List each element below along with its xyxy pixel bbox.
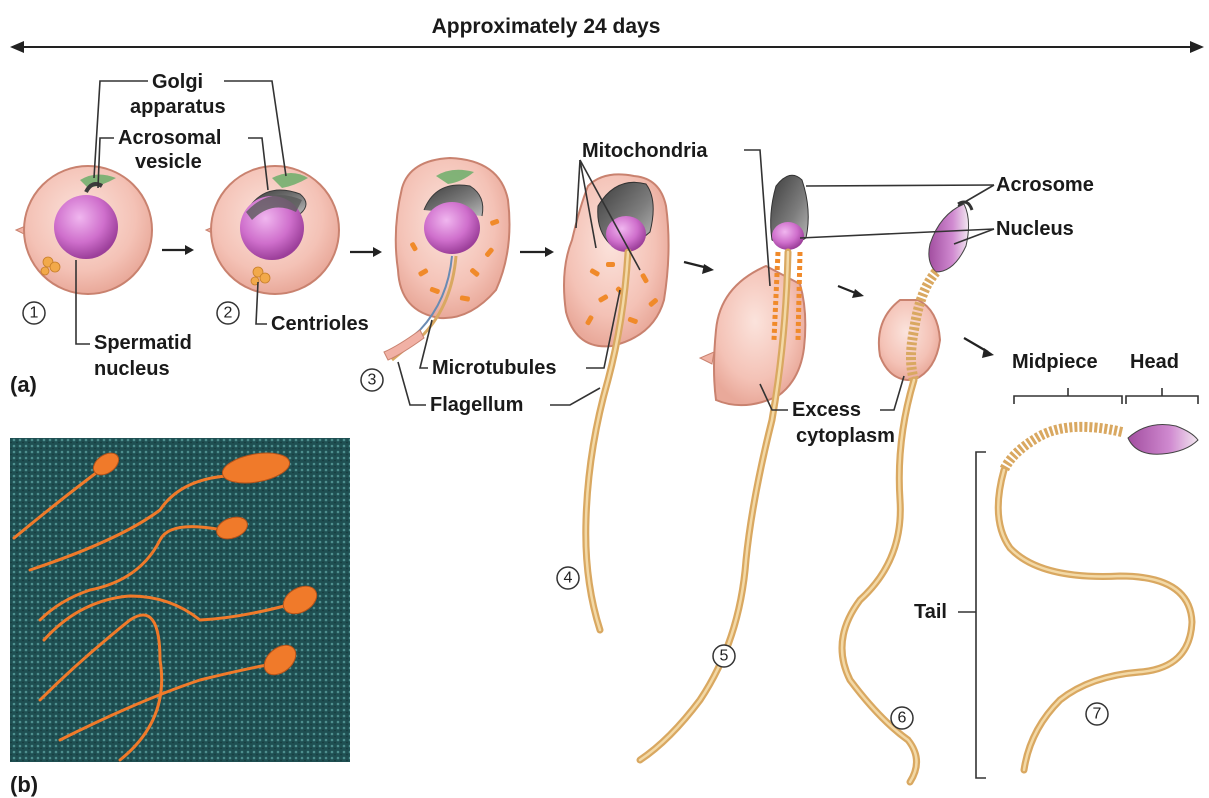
svg-text:4: 4 (564, 570, 573, 587)
stage-number-3: 3 (361, 369, 383, 391)
svg-text:2: 2 (224, 305, 233, 322)
stage-number-6: 6 (891, 707, 913, 729)
stage-number-7: 7 (1086, 703, 1108, 725)
panel-label-b: (b) (10, 772, 38, 797)
sperm-micrograph (10, 438, 350, 762)
label-nucleus: Nucleus (996, 218, 1074, 240)
label-spermatid: Spermatid (94, 332, 192, 354)
stage-1-cell (16, 166, 152, 294)
stage-4-cell (564, 174, 669, 630)
svg-text:6: 6 (898, 710, 907, 727)
spermatid-nucleus (54, 195, 118, 259)
label-golgi-2: apparatus (130, 96, 226, 118)
stage-number-2: 2 (217, 302, 239, 324)
label-acrosomal-2: vesicle (135, 151, 202, 173)
timeline-arrow (10, 41, 1204, 53)
label-head: Head (1130, 351, 1179, 373)
label-spermatid-2: nucleus (94, 358, 170, 380)
stage-number-5: 5 (713, 645, 735, 667)
label-excess: Excess (792, 399, 861, 421)
svg-text:7: 7 (1093, 706, 1102, 723)
label-acrosomal: Acrosomal (118, 127, 221, 149)
stage-6-cell (842, 202, 972, 782)
panel-label-a: (a) (10, 372, 37, 397)
label-flagellum: Flagellum (430, 394, 523, 416)
timeline-label: Approximately 24 days (432, 15, 661, 38)
stage-2-cell (206, 166, 339, 294)
label-microtubules: Microtubules (432, 357, 556, 379)
svg-text:1: 1 (30, 305, 39, 322)
label-mitochondria: Mitochondria (582, 140, 708, 162)
label-acrosome: Acrosome (996, 174, 1094, 196)
stage-3-cell (384, 158, 510, 360)
label-golgi: Golgi (152, 71, 203, 93)
label-midpiece: Midpiece (1012, 351, 1098, 373)
stage-number-4: 4 (557, 567, 579, 589)
label-centrioles: Centrioles (271, 313, 369, 335)
svg-text:3: 3 (368, 372, 377, 389)
stage-number-1: 1 (23, 302, 45, 324)
label-excess-2: cytoplasm (796, 425, 895, 447)
label-tail: Tail (914, 601, 947, 623)
svg-text:5: 5 (720, 648, 729, 665)
